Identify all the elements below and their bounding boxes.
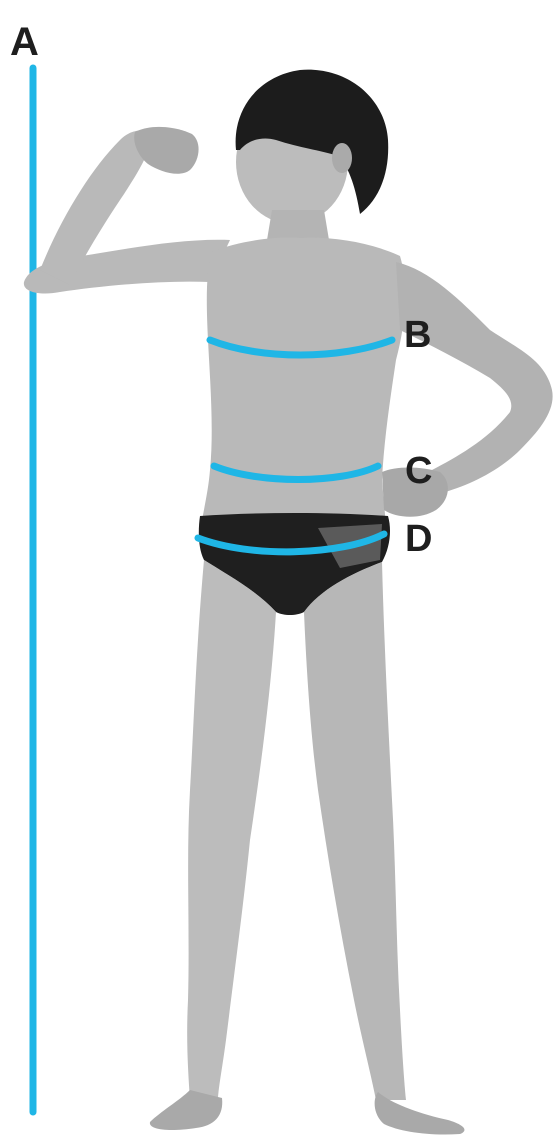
- label-b: B: [404, 316, 431, 354]
- raised-fist: [134, 127, 198, 174]
- torso: [200, 238, 405, 535]
- label-d: D: [405, 520, 432, 558]
- label-c: C: [405, 452, 432, 490]
- left-leg: [187, 560, 276, 1100]
- left-foot: [150, 1090, 222, 1130]
- ear: [332, 143, 352, 173]
- right-leg: [304, 562, 406, 1100]
- label-a: A: [10, 22, 39, 62]
- child-figure: [24, 70, 553, 1135]
